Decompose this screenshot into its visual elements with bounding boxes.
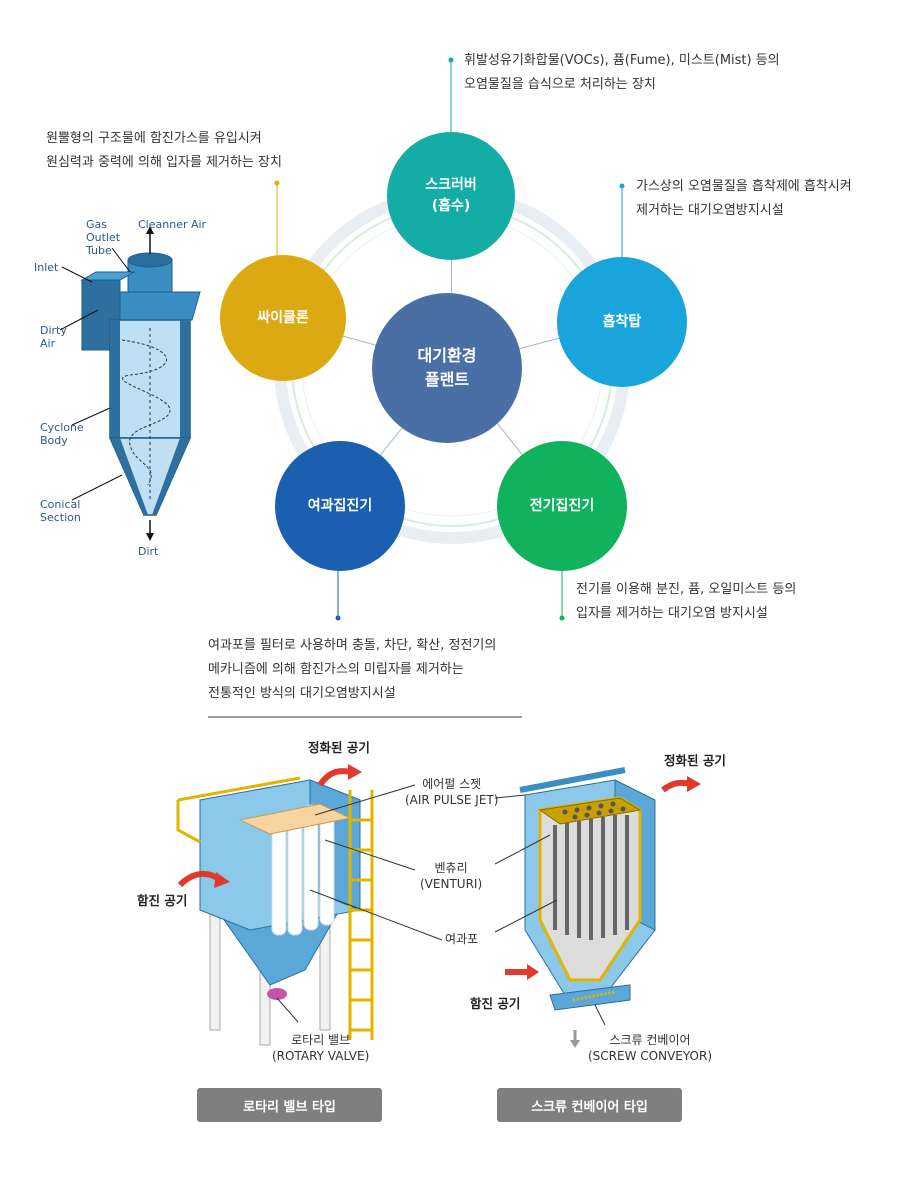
- adsorption-node[interactable]: 흡착탑: [557, 257, 687, 387]
- rotary-valve-illustration: [176, 764, 443, 1046]
- rotary-valve-label: 로타리 밸브 (ROTARY VALVE): [272, 1033, 370, 1063]
- gas-outlet-label: Gas Outlet Tube: [86, 218, 121, 257]
- esp-desc-line: 입자를 제거하는 대기오염 방지시설: [576, 606, 768, 621]
- dirt-label: Dirt: [138, 545, 159, 558]
- screw-conveyor-type-button[interactable]: 스크류 컨베이어 타입: [497, 1088, 682, 1122]
- screw-conveyor-label: 스크류 컨베이어 (SCREW CONVEYOR): [588, 1033, 713, 1063]
- filter-bag-label: 여과포: [445, 932, 479, 946]
- center-node-label: 대기환경 플랜트: [372, 293, 522, 443]
- adsorption-desc-line: 제거하는 대기오염방지시설: [636, 203, 784, 218]
- scrubber-desc-line: 오염물질을 습식으로 처리하는 장치: [464, 77, 656, 92]
- cyclone-body-label: Cyclone Body: [40, 421, 84, 447]
- adsorption-desc-line: 가스상의 오염물질을 흡착제에 흡착시켜: [636, 179, 852, 194]
- bag-desc-line: 메카니즘에 의해 함진가스의 미립자를 제거하는: [208, 662, 464, 677]
- scrubber-node[interactable]: 스크러버 (흡수): [387, 132, 515, 260]
- cyclone-desc-line: 원심력과 중력에 의해 입자를 제거하는 장치: [46, 155, 282, 170]
- cyclone-illustration: [59, 226, 201, 541]
- bag-desc-line: 전통적인 방식의 대기오염방지시설: [208, 686, 396, 701]
- esp-description: 전기를 이용해 분진, 퓸, 오일미스트 등의 입자를 제거하는 대기오염 방지…: [576, 578, 796, 626]
- cyclone-node[interactable]: 싸이클론: [220, 255, 346, 381]
- inlet-label: Inlet: [34, 261, 59, 274]
- adsorption-description: 가스상의 오염물질을 흡착제에 흡착시켜 제거하는 대기오염방지시설: [636, 175, 852, 223]
- screw-dust-air-label: 함진 공기: [470, 996, 521, 1011]
- screw-clean-air-label: 정화된 공기: [664, 753, 726, 768]
- cyclone-desc-line: 원뿔형의 구조물에 함진가스를 유입시켜: [46, 131, 262, 146]
- bag-filter-node[interactable]: 여과집진기: [275, 441, 405, 571]
- bag-desc-line: 여과포를 필터로 사용하며 충돌, 차단, 확산, 정전기의: [208, 638, 497, 653]
- scrubber-description: 휘발성유기화합물(VOCs), 퓸(Fume), 미스트(Mist) 등의 오염…: [464, 49, 780, 97]
- cleaner-air-label: Cleanner Air: [138, 218, 207, 231]
- conical-section-label: Conical Section: [40, 498, 81, 524]
- rotary-valve-type-button[interactable]: 로타리 밸브 타입: [197, 1088, 382, 1122]
- esp-node[interactable]: 전기집진기: [497, 441, 627, 571]
- venturi-label: 벤츄리 (VENTURI): [420, 861, 483, 891]
- air-pulse-jet-label: 에어펄 스젯 (AIR PULSE JET): [405, 777, 499, 807]
- dirty-air-label: Dirty Air: [40, 324, 67, 350]
- scrubber-desc-line: 휘발성유기화합물(VOCs), 퓸(Fume), 미스트(Mist) 등의: [464, 53, 780, 68]
- esp-desc-line: 전기를 이용해 분진, 퓸, 오일미스트 등의: [576, 582, 797, 597]
- screw-conveyor-illustration: [495, 767, 701, 1048]
- rotary-dust-air-label: 함진 공기: [137, 893, 188, 908]
- bag-description: 여과포를 필터로 사용하며 충돌, 차단, 확산, 정전기의 메카니즘에 의해 …: [208, 634, 496, 706]
- rotary-clean-air-label: 정화된 공기: [308, 740, 370, 755]
- cyclone-description: 원뿔형의 구조물에 함진가스를 유입시켜 원심력과 중력에 의해 입자를 제거하…: [46, 127, 282, 175]
